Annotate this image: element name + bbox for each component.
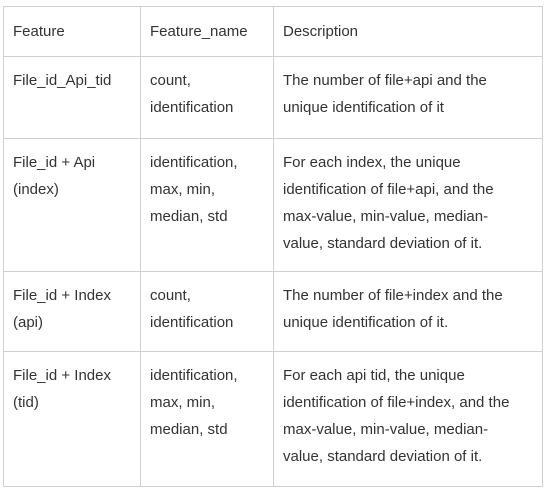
cell-text: max, min,: [150, 181, 216, 198]
cell-text: value, standard deviation of it.: [283, 235, 483, 252]
cell-text: unique identification of it.: [283, 314, 449, 331]
header-cell-feature: Feature: [3, 6, 141, 57]
cell-text: value, standard deviation of it.: [283, 448, 483, 465]
cell-text: The number of file+index and the: [283, 287, 503, 304]
cell-text: max-value, min-value, median-: [283, 208, 489, 225]
cell-text: count,: [150, 287, 191, 304]
table-row: File_id + Index (tid) identification, ma…: [3, 351, 543, 487]
feature-cell: File_id_Api_tid: [3, 56, 141, 139]
cell-text: For each index, the unique: [283, 154, 461, 171]
header-cell-description: Description: [273, 6, 543, 57]
cell-text: identification of file+index, and the: [283, 394, 510, 411]
cell-text: max, min,: [150, 394, 216, 411]
cell-text: median, std: [150, 421, 228, 438]
cell-text: max-value, min-value, median-: [283, 421, 489, 438]
cell-text: File_id + Index: [13, 367, 111, 384]
feature-cell: File_id + Index (tid): [3, 351, 141, 487]
cell-text: identification: [150, 314, 234, 331]
cell-text: identification: [150, 99, 234, 116]
header-label: Feature_name: [150, 23, 248, 40]
feature-name-cell: count, identification: [140, 271, 274, 352]
cell-text: median, std: [150, 208, 228, 225]
description-cell: For each api tid, the unique identificat…: [273, 351, 543, 487]
cell-text: count,: [150, 72, 191, 89]
table-header-row: Feature Feature_name Description: [3, 6, 543, 57]
header-cell-feature-name: Feature_name: [140, 6, 274, 57]
feature-cell: File_id + Index (api): [3, 271, 141, 352]
feature-name-cell: identification, max, min, median, std: [140, 351, 274, 487]
table-row: File_id_Api_tid count, identification Th…: [3, 56, 543, 139]
cell-text: (tid): [13, 394, 39, 411]
cell-text: identification,: [150, 154, 238, 171]
feature-name-cell: count, identification: [140, 56, 274, 139]
cell-text: identification of file+api, and the: [283, 181, 494, 198]
cell-text: (api): [13, 314, 44, 331]
description-cell: For each index, the unique identificatio…: [273, 138, 543, 272]
cell-text: File_id + Api: [13, 154, 96, 171]
feature-table: Feature Feature_name Description File_id…: [3, 6, 543, 487]
description-cell: The number of file+index and the unique …: [273, 271, 543, 352]
table-row: File_id + Index (api) count, identificat…: [3, 271, 543, 352]
header-label: Description: [283, 23, 359, 40]
cell-text: File_id + Index: [13, 287, 111, 304]
cell-text: The number of file+api and the: [283, 72, 487, 89]
cell-text: unique identification of it: [283, 99, 444, 116]
feature-cell: File_id + Api (index): [3, 138, 141, 272]
header-label: Feature: [13, 23, 65, 40]
cell-text: identification,: [150, 367, 238, 384]
feature-name-cell: identification, max, min, median, std: [140, 138, 274, 272]
cell-text: For each api tid, the unique: [283, 367, 465, 384]
cell-text: (index): [13, 181, 59, 198]
description-cell: The number of file+api and the unique id…: [273, 56, 543, 139]
table-row: File_id + Api (index) identification, ma…: [3, 138, 543, 272]
cell-text: File_id_Api_tid: [13, 72, 112, 89]
